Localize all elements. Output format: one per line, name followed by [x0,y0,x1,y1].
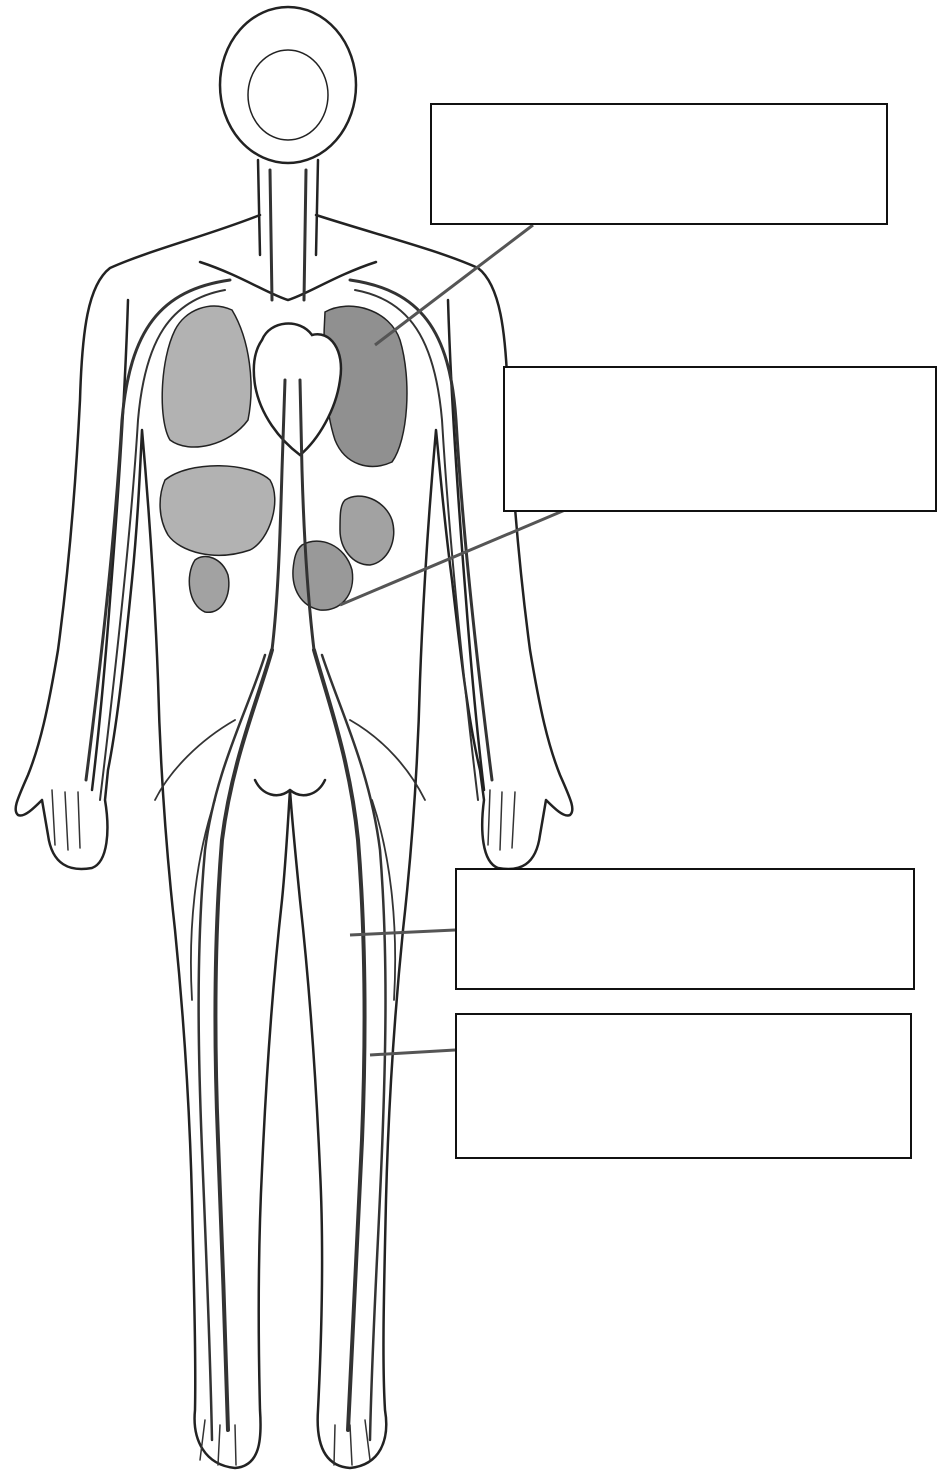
body-outline [16,7,573,1468]
neck-outline [258,160,318,255]
left-foot [200,1420,236,1465]
liver [160,466,275,556]
carotid-right [304,170,306,300]
heart [254,324,341,455]
label-box-artery[interactable] [455,868,915,990]
label-box-heart[interactable] [430,103,888,225]
carotid-left [270,170,272,300]
leader-line-1 [375,225,533,345]
left-kidney [189,556,229,612]
left-lung [162,306,251,447]
label-box-aorta[interactable] [503,366,937,512]
right-kidney [340,496,394,565]
stomach [293,541,353,610]
right-hand [488,790,515,850]
right-foot [334,1420,370,1465]
face-features [248,50,328,140]
left-leg-vein [199,655,265,1440]
label-box-vein[interactable] [455,1013,912,1159]
left-hand [52,790,80,850]
leader-line-4 [370,1050,455,1055]
